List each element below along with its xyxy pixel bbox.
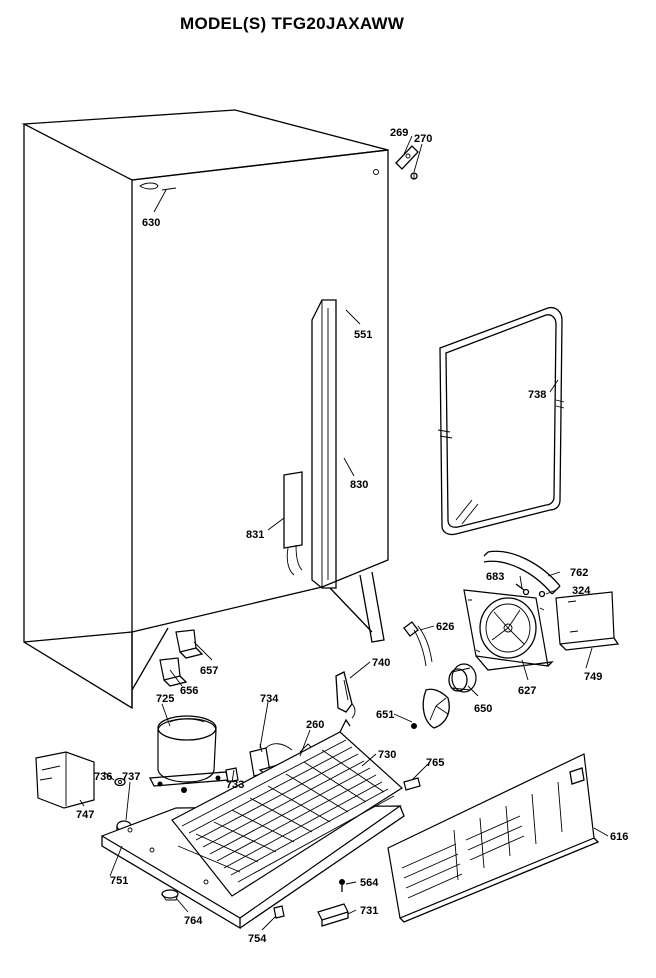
hinge-part [395, 145, 419, 180]
label-830: 830 [350, 479, 368, 491]
label-564: 564 [360, 877, 379, 889]
label-734: 734 [260, 693, 279, 705]
leader-lines [79, 135, 609, 931]
label-683: 683 [486, 571, 504, 583]
label-269: 269 [390, 127, 408, 139]
defrost-heater [335, 671, 356, 719]
wire-harness [403, 621, 433, 667]
label-651: 651 [376, 709, 394, 721]
label-616: 616 [610, 831, 628, 843]
label-630: 630 [142, 217, 160, 229]
compressor [148, 715, 229, 793]
fan-motor [448, 663, 477, 693]
leveling-leg [273, 905, 285, 919]
label-747: 747 [76, 809, 94, 821]
center-mullion [311, 299, 337, 589]
label-730: 730 [378, 749, 396, 761]
grommet [114, 777, 126, 787]
label-737: 737 [122, 771, 140, 783]
relay-bracket [159, 657, 188, 687]
label-749: 749 [584, 671, 602, 683]
label-656: 656 [180, 685, 198, 697]
toe-grille [387, 753, 600, 923]
label-731: 731 [360, 905, 378, 917]
grille-screw [339, 879, 345, 892]
label-551: 551 [354, 329, 372, 341]
clip [538, 590, 546, 598]
overload-protector [225, 767, 239, 783]
cover-panel [555, 591, 620, 651]
condenser-coil [171, 718, 403, 897]
label-765: 765 [426, 757, 444, 769]
label-762: 762 [570, 567, 588, 579]
mounting-bracket [175, 629, 204, 659]
cabinet [21, 109, 389, 710]
label-260: 260 [306, 719, 324, 731]
label-764: 764 [184, 915, 203, 927]
label-270: 270 [414, 133, 432, 145]
model-title: MODEL(S) TFG20JAXAWW [180, 14, 405, 33]
label-740: 740 [372, 657, 390, 669]
label-751: 751 [110, 875, 128, 887]
label-736: 736 [94, 771, 112, 783]
fan-shroud [463, 589, 554, 671]
screw [515, 583, 530, 596]
part-labels: 269 270 630 551 738 830 831 762 683 324 … [76, 127, 628, 945]
label-650: 650 [474, 703, 492, 715]
roller [161, 889, 179, 901]
clamp [403, 777, 421, 791]
label-626: 626 [436, 621, 454, 633]
label-725: 725 [156, 693, 174, 705]
label-657: 657 [200, 665, 218, 677]
label-627: 627 [518, 685, 536, 697]
terminal-cover [35, 751, 95, 809]
door-gasket [437, 306, 565, 536]
label-754: 754 [248, 933, 267, 945]
label-324: 324 [572, 585, 591, 597]
label-831: 831 [246, 529, 264, 541]
trim-strip [283, 471, 303, 576]
label-738: 738 [528, 389, 546, 401]
fan-blade [411, 688, 450, 729]
label-733: 733 [226, 779, 244, 791]
grille-clip [317, 903, 349, 927]
